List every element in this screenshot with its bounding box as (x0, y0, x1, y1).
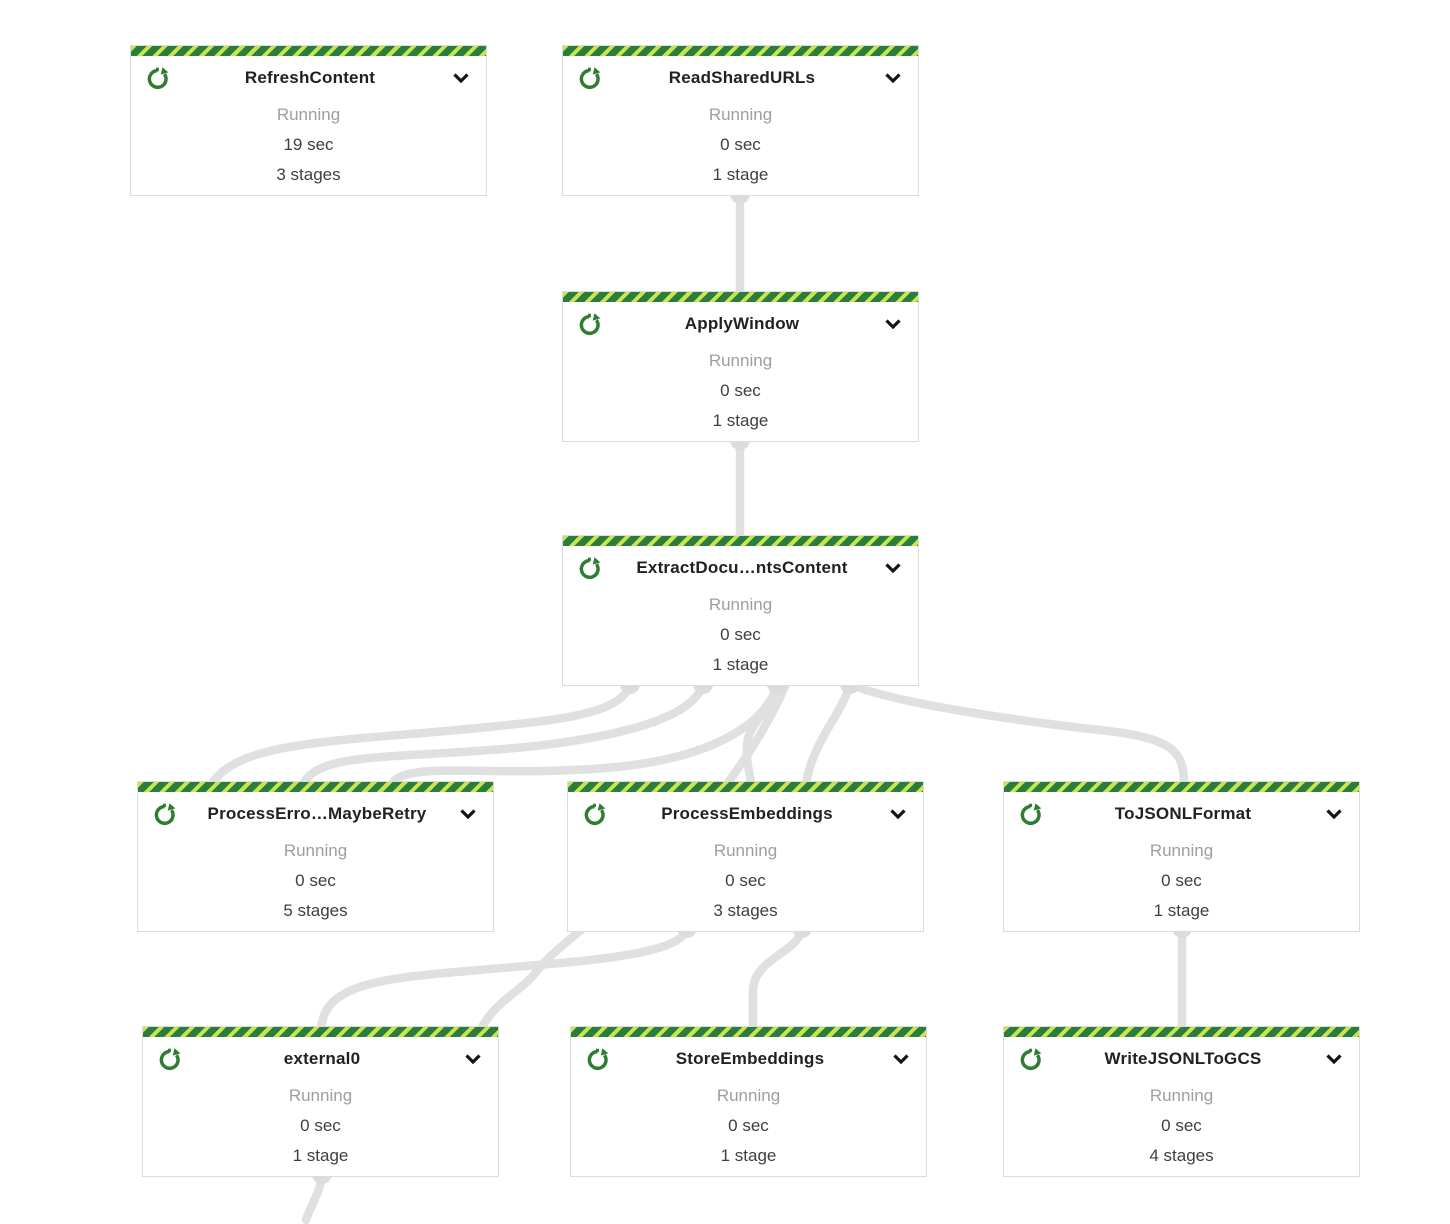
node-duration: 0 sec (720, 625, 761, 644)
running-circular-arrow-icon (576, 555, 603, 582)
edge-extract-documents-content-to-process-embeddings (801, 679, 855, 790)
node-stage-count: 1 stage (712, 411, 769, 430)
pipeline-node-store-embeddings[interactable]: StoreEmbeddings Running 0 sec 1 stage (570, 1026, 927, 1177)
node-status: Running (713, 841, 778, 860)
node-status: Running (288, 1086, 353, 1105)
node-stage-count: 1 stage (292, 1146, 349, 1165)
pipeline-node-external0[interactable]: external0 Running 0 sec 1 stage (142, 1026, 499, 1177)
chevron-down-icon[interactable] (1322, 802, 1346, 826)
node-stage-count: 4 stages (1149, 1146, 1214, 1165)
edge-extract-documents-content-to-process-errors-maybe-retry (298, 679, 708, 790)
running-circular-arrow-icon (576, 65, 603, 92)
node-title: ProcessErro…MaybeRetry (207, 804, 427, 823)
node-title: StoreEmbeddings (675, 1049, 825, 1068)
pipeline-node-to-jsonl-format[interactable]: ToJSONLFormat Running 0 sec 1 stage (1003, 781, 1360, 932)
edge-extract-documents-content-to-process-errors-maybe-retry (206, 679, 635, 790)
node-stage-count: 5 stages (283, 901, 348, 920)
running-stripe-header (131, 46, 486, 56)
node-stage-count: 1 stage (720, 1146, 777, 1165)
node-status: Running (276, 105, 341, 124)
node-duration: 0 sec (720, 381, 761, 400)
node-title: ProcessEmbeddings (661, 804, 833, 823)
node-duration: 19 sec (283, 135, 334, 154)
node-title: ExtractDocu…ntsContent (636, 558, 848, 577)
running-stripe-header (571, 1027, 926, 1037)
node-stage-count: 3 stages (276, 165, 341, 184)
chevron-down-icon[interactable] (449, 66, 473, 90)
chevron-down-icon[interactable] (881, 66, 905, 90)
node-stage-count: 1 stage (712, 655, 769, 674)
node-duration: 0 sec (725, 871, 766, 890)
running-circular-arrow-icon (584, 1046, 611, 1073)
pipeline-node-read-shared-urls[interactable]: ReadSharedURLs Running 0 sec 1 stage (562, 45, 919, 196)
node-status: Running (283, 841, 348, 860)
chevron-down-icon[interactable] (881, 556, 905, 580)
edge-extract-documents-content-to-process-embeddings (742, 679, 782, 790)
running-stripe-header (563, 292, 918, 302)
chevron-down-icon[interactable] (886, 802, 910, 826)
node-status: Running (1149, 1086, 1214, 1105)
pipeline-node-extract-documents-content[interactable]: ExtractDocu…ntsContent Running 0 sec 1 s… (562, 535, 919, 686)
node-status: Running (716, 1086, 781, 1105)
chevron-down-icon[interactable] (461, 1047, 485, 1071)
node-stage-count: 3 stages (713, 901, 778, 920)
node-duration: 0 sec (1161, 871, 1202, 890)
running-stripe-header (143, 1027, 498, 1037)
node-duration: 0 sec (728, 1116, 769, 1135)
edge-process-embeddings-to-external0 (316, 923, 692, 1034)
running-circular-arrow-icon (156, 1046, 183, 1073)
running-stripe-header (138, 782, 493, 792)
pipeline-node-write-jsonl-to-gcs[interactable]: WriteJSONLToGCS Running 0 sec 4 stages (1003, 1026, 1360, 1177)
node-title: ReadSharedURLs (668, 68, 816, 87)
chevron-down-icon[interactable] (1322, 1047, 1346, 1071)
running-circular-arrow-icon (144, 65, 171, 92)
running-stripe-header (568, 782, 923, 792)
node-stage-count: 1 stage (712, 165, 769, 184)
node-duration: 0 sec (300, 1116, 341, 1135)
running-circular-arrow-icon (1017, 1046, 1044, 1073)
running-stripe-header (563, 536, 918, 546)
pipeline-node-process-embeddings[interactable]: ProcessEmbeddings Running 0 sec 3 stages (567, 781, 924, 932)
node-status: Running (1149, 841, 1214, 860)
running-circular-arrow-icon (576, 311, 603, 338)
chevron-down-icon[interactable] (881, 312, 905, 336)
node-title: ToJSONLFormat (1114, 804, 1252, 823)
node-duration: 0 sec (720, 135, 761, 154)
pipeline-node-apply-window[interactable]: ApplyWindow Running 0 sec 1 stage (562, 291, 919, 442)
edge-process-embeddings-to-store-embeddings (748, 923, 807, 1034)
node-duration: 0 sec (295, 871, 336, 890)
node-title: external0 (283, 1049, 361, 1068)
node-duration: 0 sec (1161, 1116, 1202, 1135)
node-stage-count: 1 stage (1153, 901, 1210, 920)
node-status: Running (708, 595, 773, 614)
running-stripe-header (1004, 782, 1359, 792)
node-status: Running (708, 105, 773, 124)
node-title: ApplyWindow (684, 314, 800, 333)
chevron-down-icon[interactable] (889, 1047, 913, 1071)
pipeline-node-refresh-content[interactable]: RefreshContent Running 19 sec 3 stages (130, 45, 487, 196)
running-stripe-header (1004, 1027, 1359, 1037)
running-stripe-header (563, 46, 918, 56)
node-title: WriteJSONLToGCS (1104, 1049, 1262, 1068)
node-status: Running (708, 351, 773, 370)
running-circular-arrow-icon (581, 801, 608, 828)
pipeline-node-process-errors-maybe-retry[interactable]: ProcessErro…MaybeRetry Running 0 sec 5 s… (137, 781, 494, 932)
chevron-down-icon[interactable] (456, 802, 480, 826)
edge-extract-documents-content-to-to-jsonl-format (845, 679, 1189, 790)
node-title: RefreshContent (244, 68, 376, 87)
running-circular-arrow-icon (1017, 801, 1044, 828)
running-circular-arrow-icon (151, 801, 178, 828)
